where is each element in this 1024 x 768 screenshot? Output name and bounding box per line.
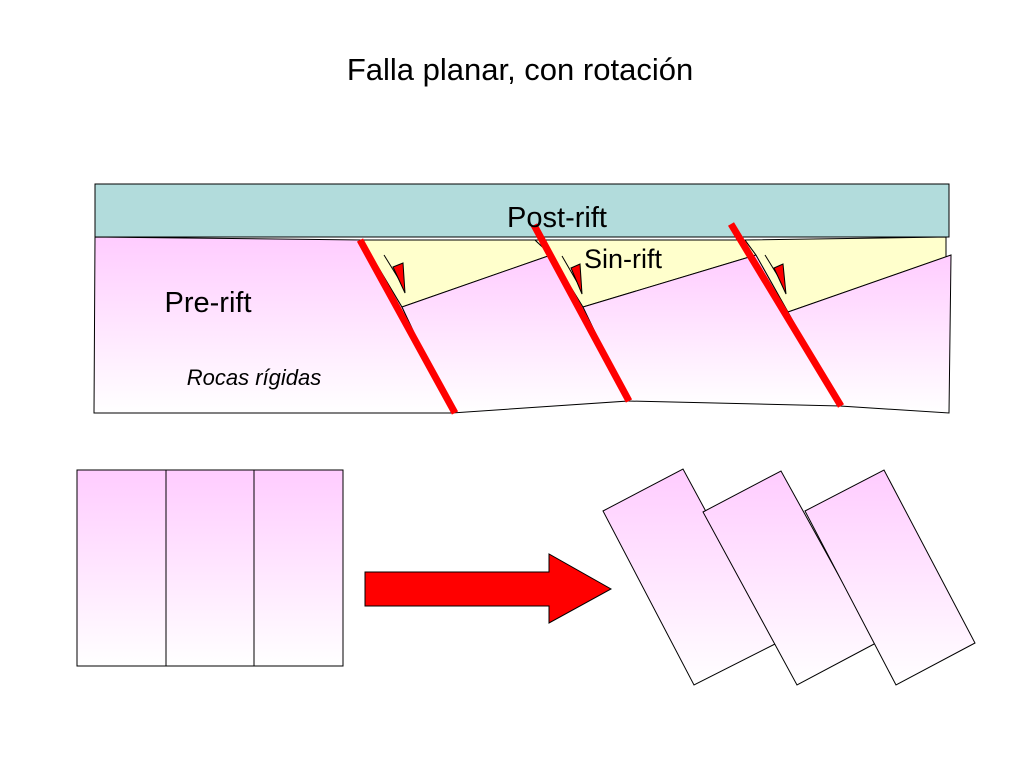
block-upright-3 [253,469,344,667]
page-title: Falla planar, con rotación [346,52,694,87]
rotated-blocks [602,468,976,686]
cross-section: Post-rift Sin-rift Pre-rift Rocas rígida… [93,183,952,415]
pre-rift-label: Pre-rift [165,287,252,319]
half-arrow-icon [561,255,583,295]
unrotated-blocks [76,469,344,667]
fault-line-2 [530,223,633,403]
fault-line-3 [728,222,844,408]
sin-rift-label: Sin-rift [584,244,663,274]
block-rotated-3 [804,469,976,686]
right-arrow-icon [364,553,613,624]
block-upright-2 [165,469,255,667]
half-arrow-icon [383,254,406,294]
rigid-rocks-label: Rocas rígidas [187,365,322,390]
block-upright-1 [76,469,167,667]
half-arrow-icon [764,254,787,295]
post-rift-label: Post-rift [507,202,607,234]
fault-line-1 [356,238,459,415]
post-rift-layer [94,183,950,238]
